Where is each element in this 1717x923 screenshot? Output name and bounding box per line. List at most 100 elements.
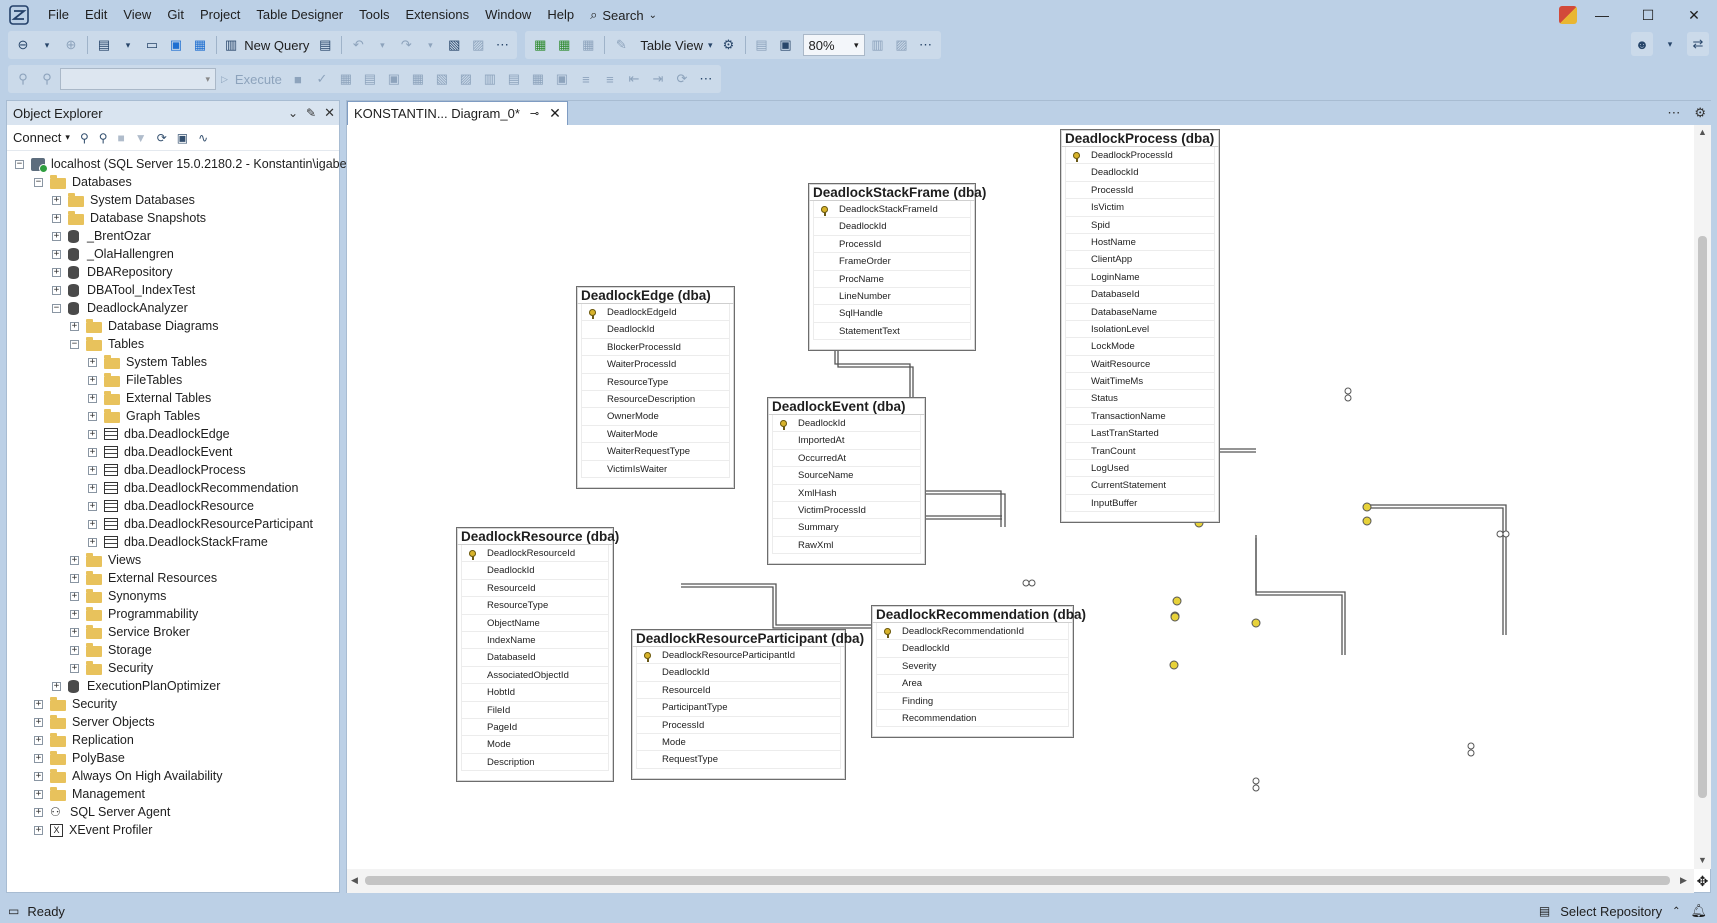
diagram-table-title[interactable]: DeadlockEdge (dba) (577, 287, 734, 304)
tree-item[interactable]: +System Databases (52, 191, 195, 209)
diagram-column[interactable]: ProcessId (636, 716, 841, 734)
menu-project[interactable]: Project (199, 7, 241, 22)
tree-item[interactable]: +Graph Tables (88, 407, 200, 425)
tree-item[interactable]: +Security (70, 659, 153, 677)
tree-item[interactable]: +Views (70, 551, 141, 569)
tree-item[interactable]: +External Resources (70, 569, 217, 587)
expand-icon[interactable]: + (88, 410, 97, 421)
diagram-column[interactable]: Recommendation (876, 709, 1069, 728)
select-repository-button[interactable]: Select Repository (1560, 903, 1663, 919)
tree-item[interactable]: +Replication (34, 731, 134, 749)
close-tab-icon[interactable]: ✕ (549, 105, 561, 121)
diagram-column[interactable]: ResourceType (581, 373, 730, 391)
primary-key-column[interactable]: DeadlockId (772, 415, 921, 433)
expand-icon[interactable]: + (34, 752, 43, 763)
disconnect-icon[interactable]: ⚲ (98, 130, 108, 145)
close-window-button[interactable]: ✕ (1688, 6, 1700, 23)
live-stats-icon[interactable]: ▨ (459, 71, 473, 86)
manage-indexes-icon[interactable]: ⚙ (722, 37, 735, 52)
primary-key-column[interactable]: DeadlockRecommendationId (876, 623, 1069, 641)
arrange-selection-icon[interactable]: ▤ (755, 37, 768, 52)
expand-icon[interactable]: + (88, 536, 97, 547)
diagram-column[interactable]: Mode (461, 736, 609, 754)
tree-item[interactable]: +Service Broker (70, 623, 190, 641)
expand-icon[interactable]: + (70, 590, 79, 601)
diagram-table-title[interactable]: DeadlockResourceParticipant (dba) (632, 630, 864, 647)
expand-icon[interactable]: + (88, 446, 97, 457)
diagram-column[interactable]: XmlHash (772, 484, 921, 502)
table-deadlock-resource[interactable]: DeadlockResource (dba)DeadlockResourceId… (456, 527, 619, 783)
execute-button[interactable]: ▷ Execute (218, 67, 285, 91)
diagram-column[interactable]: DatabaseName (1065, 303, 1215, 321)
results-text-icon[interactable]: ▤ (507, 71, 521, 86)
diagram-column[interactable]: ProcessId (813, 235, 971, 254)
connect-icon[interactable]: ⚲ (18, 71, 28, 86)
expand-icon[interactable]: + (88, 500, 97, 511)
results-grid-icon[interactable]: ▦ (531, 71, 545, 86)
tree-item[interactable]: +Programmability (70, 605, 198, 623)
tree-item[interactable]: +DBARepository (52, 263, 172, 281)
indent-icon[interactable]: ⇥ (652, 71, 664, 86)
stop-icon[interactable]: ■ (117, 130, 125, 145)
toolbar-overflow-icon[interactable]: ⋯ (495, 37, 509, 52)
vertical-scroll-thumb[interactable] (1698, 236, 1707, 798)
menu-view[interactable]: View (123, 7, 152, 22)
expand-icon[interactable]: + (34, 770, 43, 781)
expand-icon[interactable]: + (52, 266, 61, 277)
diagram-table-title[interactable]: DeadlockEvent (dba) (768, 398, 925, 415)
new-project-icon[interactable]: ▤ (97, 37, 111, 52)
diagram-column[interactable]: ParticipantType (636, 699, 841, 717)
tree-item[interactable]: +Security (34, 695, 117, 713)
table-deadlock-recommendation[interactable]: DeadlockRecommendation (dba)DeadlockReco… (871, 605, 1086, 739)
copilot-icon[interactable]: ☻ (1631, 32, 1653, 56)
diagram-column[interactable]: BlockerProcessId (581, 338, 730, 357)
expand-icon[interactable]: + (88, 482, 97, 493)
diagram-column[interactable]: VictimProcessId (772, 501, 921, 520)
expand-icon[interactable]: + (88, 518, 97, 529)
diagram-column[interactable]: ClientApp (1065, 251, 1215, 269)
expand-icon[interactable]: + (70, 320, 79, 331)
database-selector[interactable]: ▾ (60, 68, 216, 90)
diagram-column[interactable]: IsolationLevel (1065, 320, 1215, 339)
collapse-icon[interactable]: − (52, 302, 61, 313)
summary-icon[interactable]: ▣ (176, 130, 189, 145)
diagram-column[interactable]: OccurredAt (772, 449, 921, 468)
add-related-tables-icon[interactable]: ▦ (582, 37, 595, 52)
query-designer-icon[interactable]: ▤ (363, 71, 377, 86)
menu-file[interactable]: File (48, 7, 69, 22)
diagram-column[interactable]: WaiterRequestType (581, 443, 730, 461)
expand-icon[interactable]: + (70, 626, 79, 637)
diagram-column[interactable]: WaitResource (1065, 355, 1215, 374)
diagram-column[interactable]: HostName (1065, 233, 1215, 252)
tree-item[interactable]: +Management (34, 785, 145, 803)
autosize-icon[interactable]: ▥ (871, 37, 884, 52)
redo-dropdown-icon[interactable]: ▾ (428, 39, 433, 50)
diagram-column[interactable]: ResourceId (461, 579, 609, 598)
pin-icon[interactable]: ⊸ (529, 108, 540, 120)
tree-item[interactable]: +dba.DeadlockStackFrame (88, 533, 268, 551)
diagram-column[interactable]: ResourceDescription (581, 390, 730, 409)
change-connection-icon[interactable]: ⚲ (42, 71, 52, 86)
tree-item[interactable]: +Server Objects (34, 713, 155, 731)
diagram-column[interactable]: PageId (461, 718, 609, 737)
horizontal-scrollbar[interactable]: ◀ ▶ (347, 869, 1694, 893)
expand-icon[interactable]: + (88, 374, 97, 385)
gear-icon[interactable]: ⚙ (1694, 105, 1706, 120)
expand-icon[interactable]: + (52, 248, 61, 259)
tree-item[interactable]: +Always On High Availability (34, 767, 223, 785)
diagram-column[interactable]: RawXml (772, 536, 921, 555)
tree-item[interactable]: −DeadlockAnalyzer (52, 299, 188, 317)
primary-key-column[interactable]: DeadlockProcessId (1065, 147, 1215, 165)
diagram-column[interactable]: HobtId (461, 684, 609, 702)
tree-item[interactable]: +DBATool_IndexTest (52, 281, 195, 299)
diagram-table-title[interactable]: DeadlockResource (dba) (457, 528, 619, 545)
menu-extensions[interactable]: Extensions (405, 7, 470, 22)
tree-item[interactable]: +System Tables (88, 353, 207, 371)
new-project-dropdown-icon[interactable]: ▾ (125, 39, 131, 50)
estimated-plan-icon[interactable]: ▦ (339, 71, 353, 86)
menu-edit[interactable]: Edit (84, 7, 108, 22)
maximize-button[interactable]: ☐ (1641, 6, 1655, 23)
diagram-column[interactable]: ProcName (813, 270, 971, 288)
